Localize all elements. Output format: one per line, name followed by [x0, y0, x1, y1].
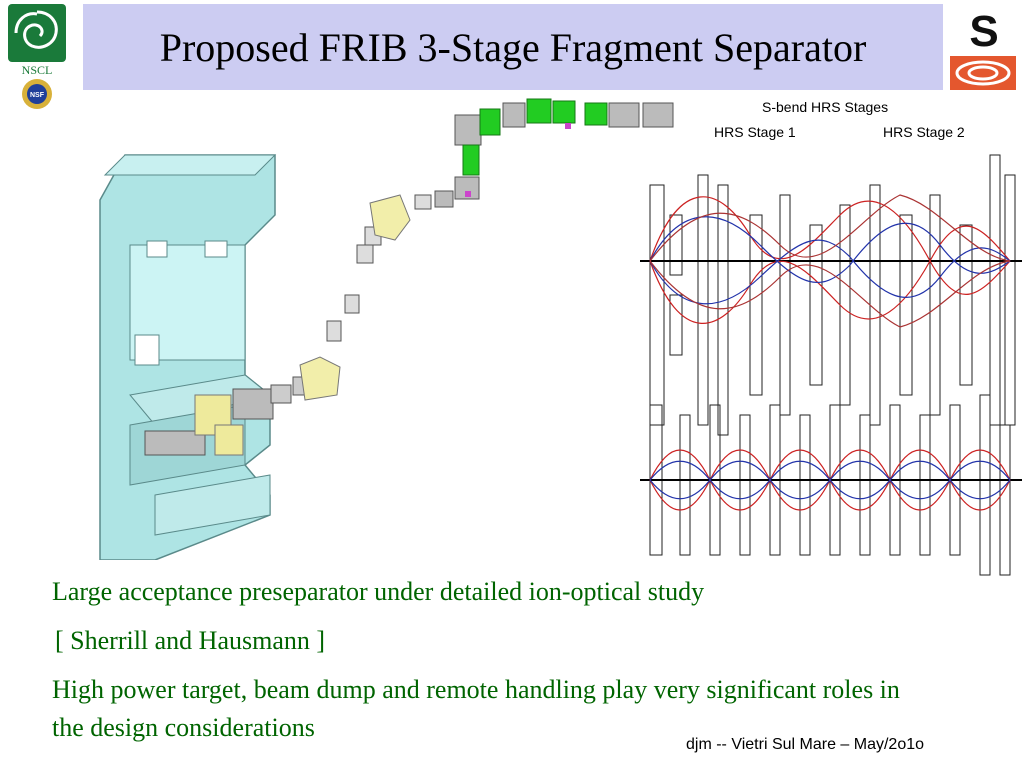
nsf-seal-icon: NSF [22, 79, 52, 109]
ion-optics-traces-figure [640, 154, 1022, 576]
hrs-stage-1-label: HRS Stage 1 [714, 124, 796, 140]
slide-title: Proposed FRIB 3-Stage Fragment Separator [159, 24, 867, 70]
title-bar: Proposed FRIB 3-Stage Fragment Separator [83, 4, 943, 90]
hrs-stage-magnets [454, 98, 674, 200]
hrs-stage-2-label: HRS Stage 2 [883, 124, 965, 140]
nscl-logo: NSCL NSF [8, 4, 66, 109]
separator-layout-figure [99, 98, 674, 560]
nscl-logo-text: NSCL [22, 63, 53, 77]
block-s-letter: S [969, 7, 998, 56]
nsf-seal-text: NSF [30, 92, 45, 99]
bullet-2: [ Sherrill and Hausmann ] [55, 626, 326, 655]
upper-beam-envelopes [649, 194, 1011, 328]
lower-beam-envelopes [649, 449, 1011, 511]
target-building-illustration [99, 154, 277, 560]
msu-s-logo: S [950, 6, 1016, 90]
slide-footer: djm -- Vietri Sul Mare – May/2o1o [686, 736, 925, 753]
sbend-label: S-bend HRS Stages [762, 99, 889, 115]
target-area-magnets [144, 376, 314, 456]
lower-optics-panel [640, 394, 1022, 576]
preseparator-beamline [299, 190, 454, 401]
bullet-3: High power target, beam dump and remote … [52, 675, 900, 742]
upper-optics-panel [640, 154, 1022, 436]
bullet-1: Large acceptance preseparator under deta… [52, 577, 705, 606]
